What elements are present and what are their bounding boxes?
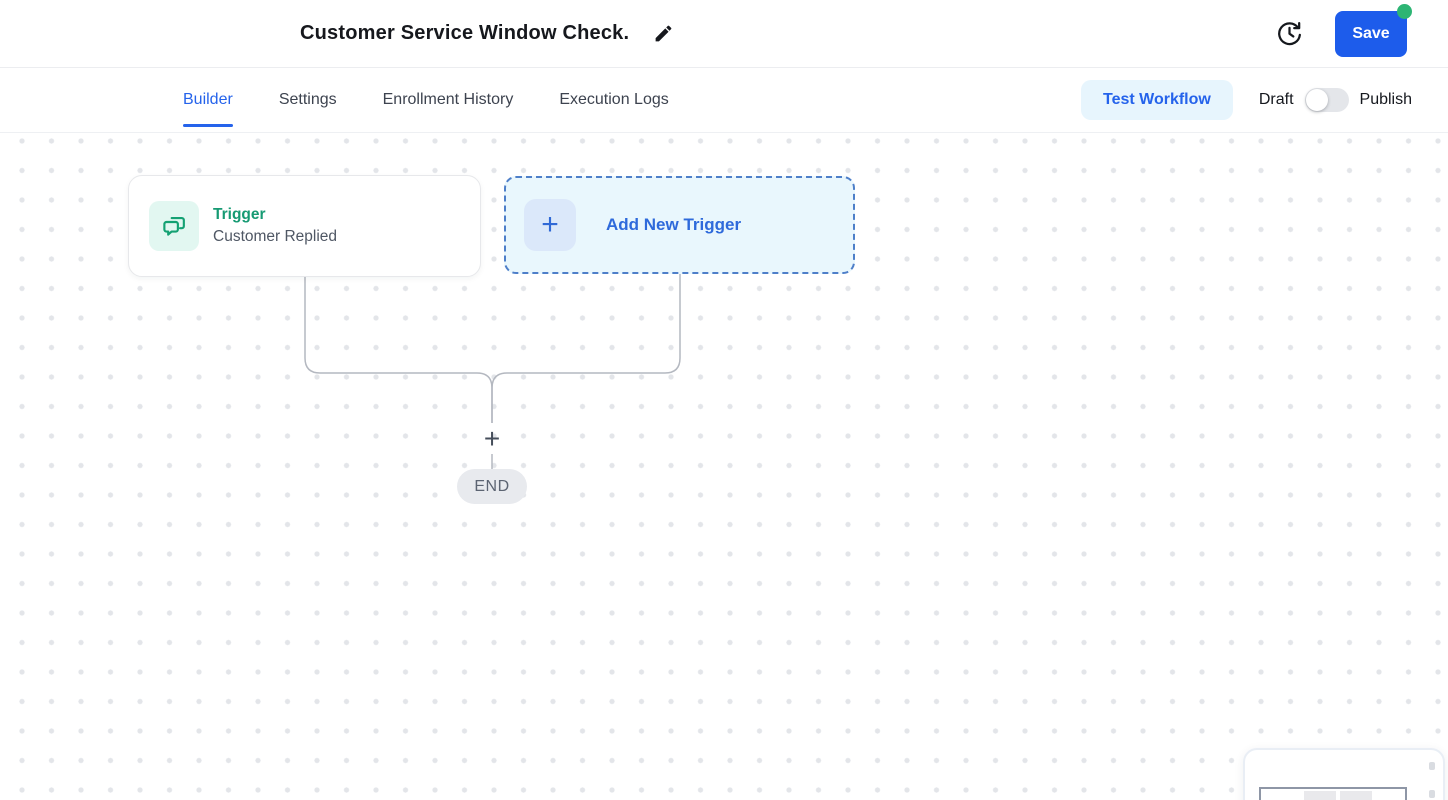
tab-settings[interactable]: Settings (279, 68, 337, 132)
end-node: END (457, 469, 527, 504)
minimap-node-marker (1429, 790, 1435, 798)
plus-icon: + (541, 208, 559, 241)
tab-builder[interactable]: Builder (183, 68, 233, 132)
tab-enrollment-history-label: Enrollment History (382, 91, 514, 108)
add-new-trigger-button[interactable]: + Add New Trigger (504, 176, 855, 274)
workflow-title-group: Customer Service Window Check. (300, 0, 676, 67)
tabbar-actions: Test Workflow Draft Publish (1080, 68, 1412, 132)
version-history-button[interactable] (1274, 18, 1305, 49)
publish-toggle-knob (1305, 89, 1328, 111)
workflow-title: Customer Service Window Check. (300, 22, 630, 44)
minimap[interactable] (1243, 748, 1445, 800)
plus-icon-tile: + (524, 199, 576, 251)
active-tab-underline (183, 124, 233, 127)
tab-execution-logs-label: Execution Logs (559, 91, 669, 108)
tab-builder-label: Builder (183, 91, 233, 108)
version-history-clock-icon (1276, 20, 1303, 47)
pencil-icon (653, 23, 674, 44)
tabs: Builder Settings Enrollment History Exec… (183, 68, 669, 132)
tab-enrollment-history[interactable]: Enrollment History (383, 68, 514, 132)
trigger-node-subtitle: Customer Replied (213, 228, 338, 245)
trigger-node[interactable]: Trigger Customer Replied (128, 175, 481, 277)
tab-execution-logs[interactable]: Execution Logs (559, 68, 668, 132)
save-button-label: Save (1352, 24, 1390, 42)
test-workflow-button[interactable]: Test Workflow (1080, 80, 1233, 120)
trigger-node-text: Trigger Customer Replied (213, 206, 337, 246)
trigger-icon-tile (149, 201, 199, 251)
minimap-viewport-rect[interactable] (1259, 787, 1407, 800)
chat-bubbles-icon (161, 213, 188, 240)
publish-toggle-group: Draft Publish (1259, 88, 1412, 112)
add-new-trigger-label: Add New Trigger (606, 215, 742, 234)
minimap-node (1304, 791, 1336, 800)
plus-icon: + (483, 423, 501, 454)
publish-label: Publish (1359, 91, 1412, 108)
tab-settings-label: Settings (278, 91, 337, 108)
trigger-node-title: Trigger (213, 206, 266, 223)
publish-toggle[interactable] (1304, 88, 1349, 112)
save-button[interactable]: Save (1335, 3, 1412, 57)
edit-title-button[interactable] (651, 21, 676, 46)
unsaved-changes-badge (1397, 3, 1412, 19)
workflow-tabbar: Builder Settings Enrollment History Exec… (0, 68, 1448, 133)
minimap-node-marker (1429, 762, 1435, 770)
workflow-canvas[interactable]: Trigger Customer Replied + Add New Trigg… (0, 133, 1448, 800)
add-step-button[interactable]: + (477, 424, 507, 454)
end-node-label: END (474, 477, 510, 495)
header-actions: Save (1274, 0, 1412, 67)
minimap-node (1340, 791, 1372, 800)
app-header: Customer Service Window Check. Save (0, 0, 1448, 68)
draft-label: Draft (1258, 91, 1294, 108)
